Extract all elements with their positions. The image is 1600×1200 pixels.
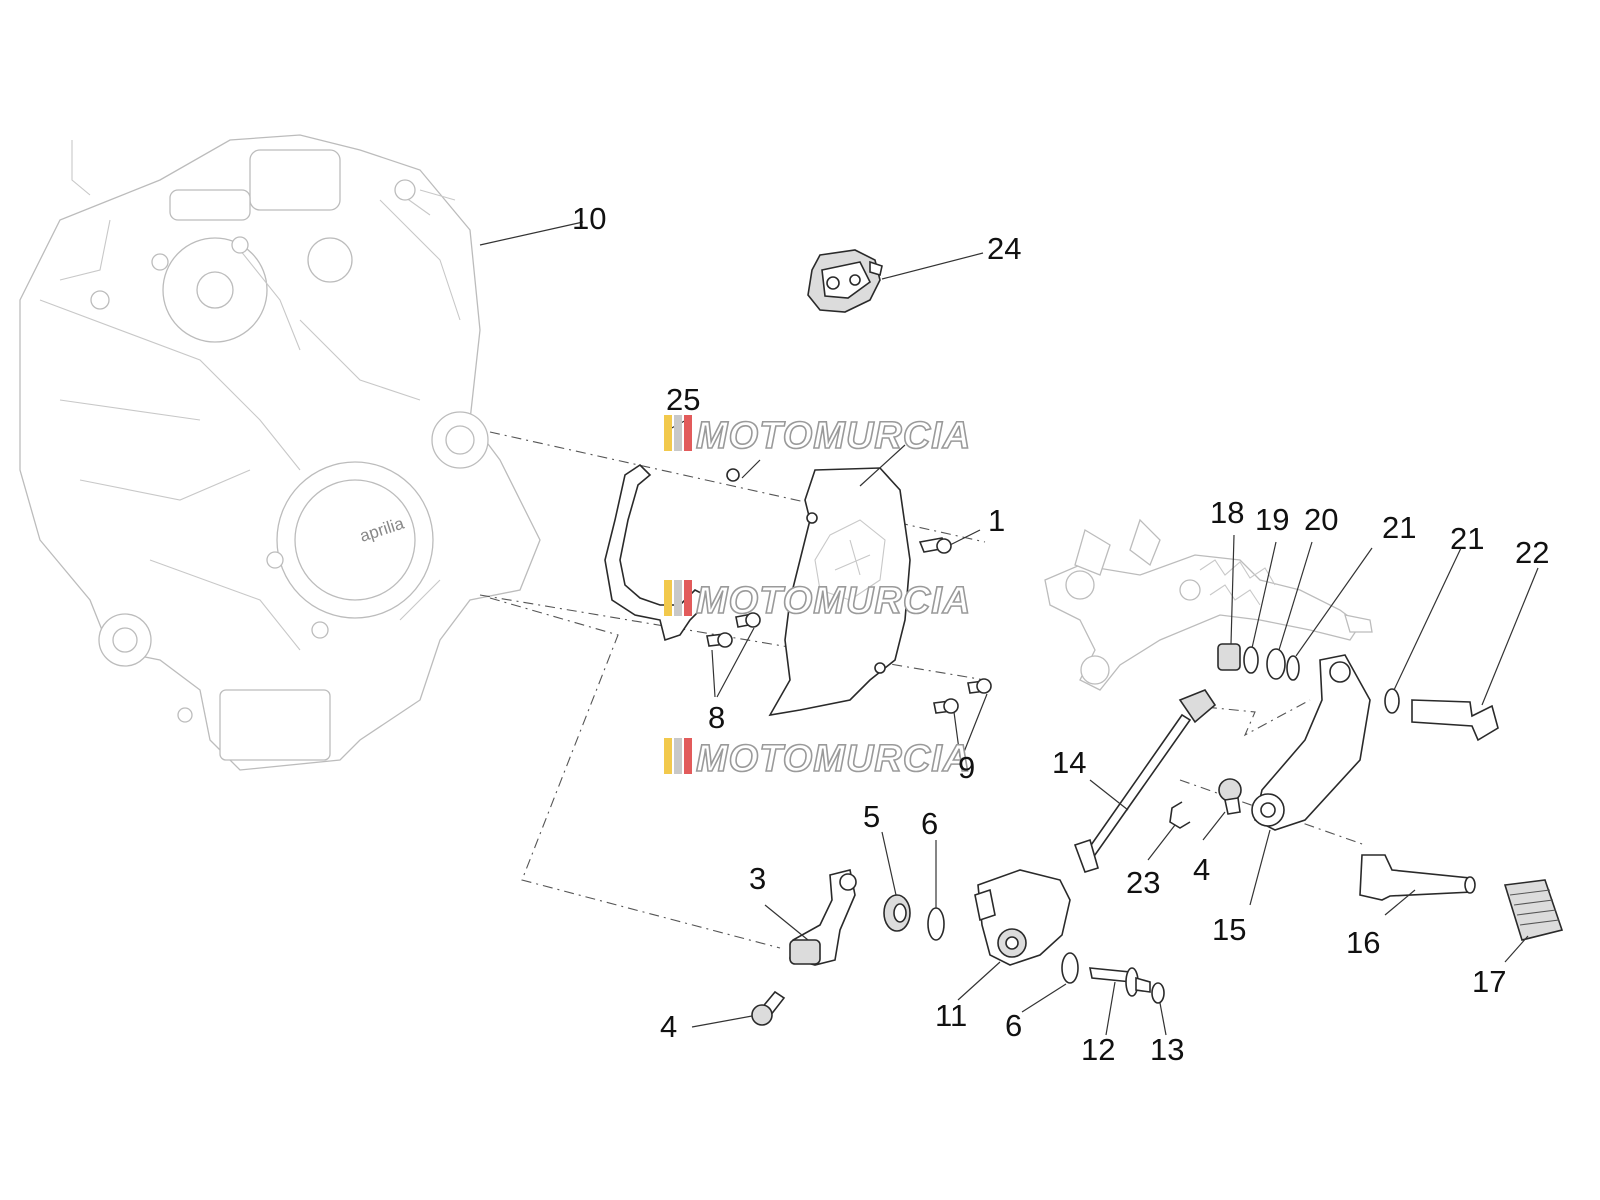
callout-21b: 21 (1450, 521, 1484, 556)
bolt-part-4b (751, 990, 786, 1026)
nut-part-18 (1217, 643, 1241, 671)
callout-19: 19 (1255, 502, 1289, 537)
callout-labels: 10 24 25 1 8 9 18 19 20 21 21 22 14 23 4… (572, 201, 1549, 1067)
callout-5: 5 (863, 799, 880, 834)
circlip-part-23 (1169, 801, 1191, 829)
side-cover (768, 467, 911, 717)
washer-part-6a (927, 907, 945, 941)
pin-part-16 (1359, 854, 1476, 901)
callout-8: 8 (708, 700, 725, 735)
callout-4-upper: 4 (1193, 852, 1210, 887)
callout-16: 16 (1346, 925, 1380, 960)
watermark-text-middle: MOTOMURCIA (696, 580, 971, 622)
callout-18: 18 (1210, 495, 1244, 530)
bolts (706, 537, 992, 714)
callout-9: 9 (958, 750, 975, 785)
watermark-text-bottom: MOTOMURCIA (696, 738, 971, 780)
callout-4-lower: 4 (660, 1009, 677, 1044)
washer-part-20 (1266, 648, 1286, 680)
ring-part-21b (1384, 688, 1400, 714)
pin-part-22 (1411, 699, 1499, 742)
callout-25: 25 (666, 382, 700, 417)
gear-sensor-part-24 (807, 249, 883, 313)
shift-damper-part-11 (974, 869, 1071, 966)
callout-11: 11 (935, 998, 967, 1033)
callout-6-upper: 6 (921, 806, 938, 841)
callout-22: 22 (1515, 535, 1549, 570)
callout-15: 15 (1212, 912, 1246, 947)
watermark: MOTOMURCIA MOTOMURCIA MOTOMURCIA (664, 414, 971, 781)
engine-assembly: aprilia (19, 134, 541, 771)
callout-3: 3 (749, 861, 766, 896)
callout-1: 1 (988, 503, 1005, 538)
footrest-bracket-ghost (1044, 518, 1373, 691)
callout-14: 14 (1052, 745, 1086, 780)
gear-lever-part-15 (1251, 654, 1371, 831)
callout-10: 10 (572, 201, 606, 236)
shift-arm-part-3 (789, 869, 857, 966)
watermark-bottom: MOTOMURCIA (664, 737, 971, 781)
gasket-part-25 (604, 463, 740, 642)
bolt-part-4a (1218, 778, 1242, 815)
bushing-part-5 (883, 894, 911, 932)
callout-20: 20 (1304, 502, 1338, 537)
callout-24: 24 (987, 231, 1021, 266)
callout-6-lower: 6 (1005, 1008, 1022, 1043)
washer-part-6b (1061, 952, 1079, 984)
watermark-top: MOTOMURCIA (664, 414, 971, 458)
washer-part-13 (1151, 982, 1165, 1004)
callout-23: 23 (1126, 865, 1160, 900)
leader-lines (479, 221, 1539, 1036)
callout-17: 17 (1472, 964, 1506, 999)
pivot-hardware (1217, 643, 1499, 742)
callout-21a: 21 (1382, 510, 1416, 545)
tie-rod-part-14 (1073, 689, 1217, 873)
washer-part-19 (1243, 646, 1259, 674)
callout-12: 12 (1081, 1032, 1115, 1067)
screw-part-12 (1089, 967, 1151, 997)
ring-part-21a (1286, 655, 1300, 681)
watermark-text-top: MOTOMURCIA (696, 415, 971, 457)
watermark-middle: MOTOMURCIA (664, 579, 971, 623)
callout-13: 13 (1150, 1032, 1184, 1067)
rubber-peg-part-17 (1503, 879, 1564, 941)
